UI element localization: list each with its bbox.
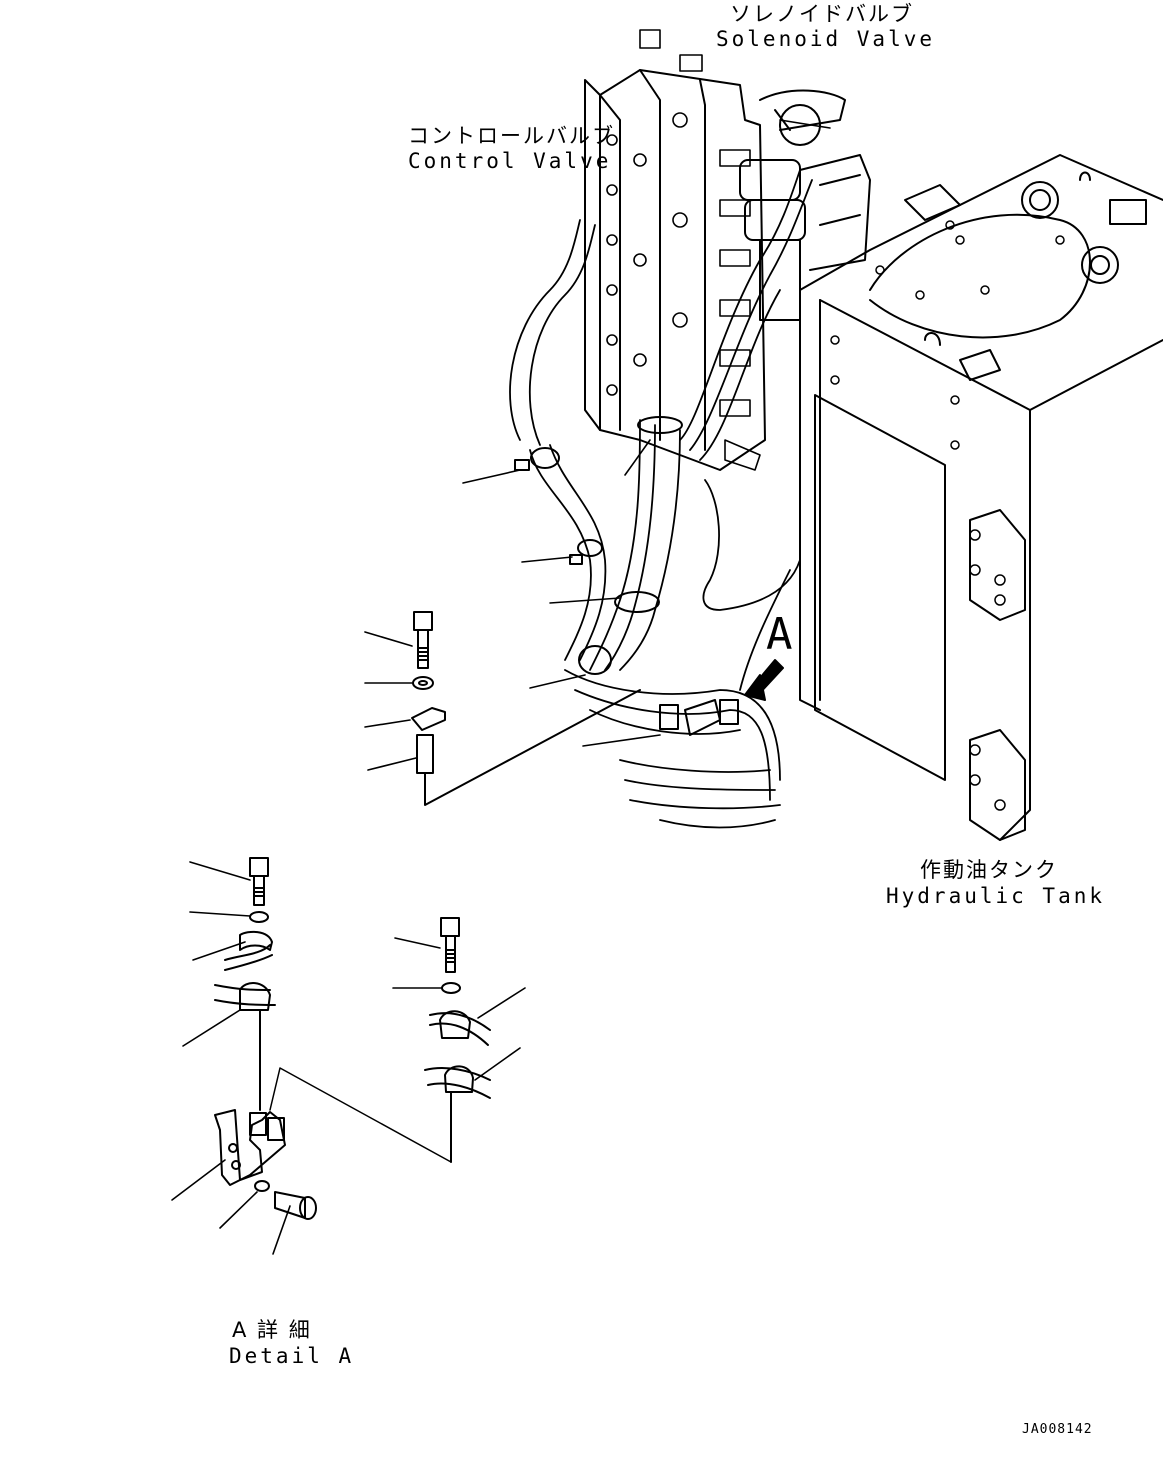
detail-a-title-jp: A 詳 細 — [232, 1318, 312, 1342]
detail-a-connector-lines — [269, 1067, 452, 1163]
solenoid-valve-label-en: Solenoid Valve — [716, 27, 936, 51]
hydraulic-tank — [799, 154, 1163, 841]
hydraulic-tank-label-jp: 作動油タンク — [920, 858, 1058, 882]
hydraulic-tank-label-en: Hydraulic Tank — [886, 884, 1106, 908]
control-valve — [584, 29, 766, 471]
detail-a-right-stack — [424, 917, 491, 1163]
drawing-code: JA008142 — [1022, 1422, 1093, 1437]
detail-a-leaders — [171, 861, 526, 1255]
hose-clamps — [514, 416, 739, 736]
solenoid-valve-label-jp: ソレノイドバルブ — [730, 2, 914, 26]
control-valve-label-jp: コントロールバルブ — [408, 124, 615, 148]
view-arrow-a — [744, 659, 784, 701]
leader-lines — [364, 119, 831, 771]
solenoid-valve — [739, 89, 871, 321]
view-marker-a: A — [766, 609, 793, 660]
control-valve-label-en: Control Valve — [408, 149, 612, 173]
exploded-bolt-set — [411, 611, 641, 806]
hose-bundle — [509, 169, 813, 829]
detail-a-title-en: Detail A — [229, 1344, 355, 1368]
detail-a-left-stack — [214, 857, 317, 1220]
